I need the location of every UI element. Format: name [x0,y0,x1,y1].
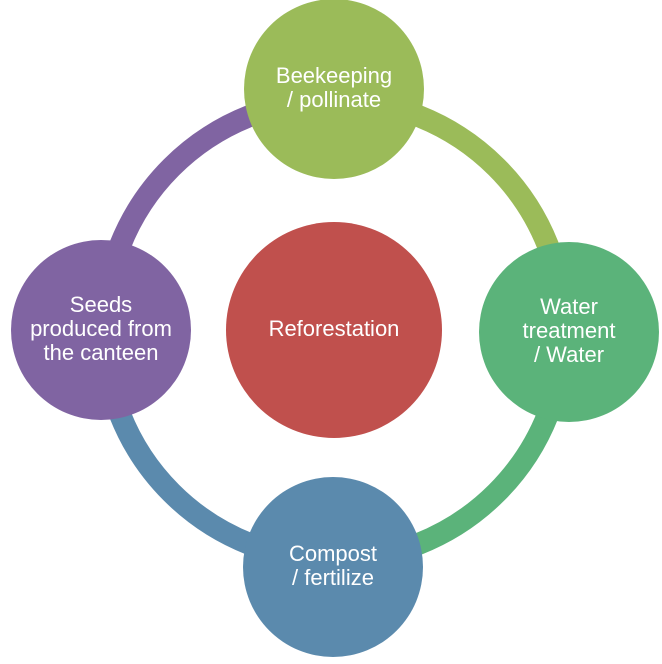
center-label-line-1: Reforestation [269,316,400,341]
center-circle [226,222,442,438]
node-bottom-label-line-1: Compost [289,541,377,566]
center-node: Reforestation [226,222,442,438]
node-left-label-line-1: Seeds [70,292,132,317]
node-right-circle [479,242,659,422]
node-top: Beekeeping/ pollinate [244,0,424,179]
node-left-label-line-2: produced from [30,316,172,341]
node-top-label-line-2: / pollinate [287,87,381,112]
node-right-label-line-1: Water [540,294,598,319]
node-bottom: Compost/ fertilize [243,477,423,657]
node-right-label-line-2: treatment [523,318,616,343]
node-bottom-label-line-2: / fertilize [292,565,374,590]
node-right-label-line-3: / Water [534,342,604,367]
node-bottom-circle [243,477,423,657]
node-top-label-line-1: Beekeeping [276,63,392,88]
node-left-label-line-3: the canteen [44,340,159,365]
node-left-circle [11,240,191,420]
node-top-circle [244,0,424,179]
